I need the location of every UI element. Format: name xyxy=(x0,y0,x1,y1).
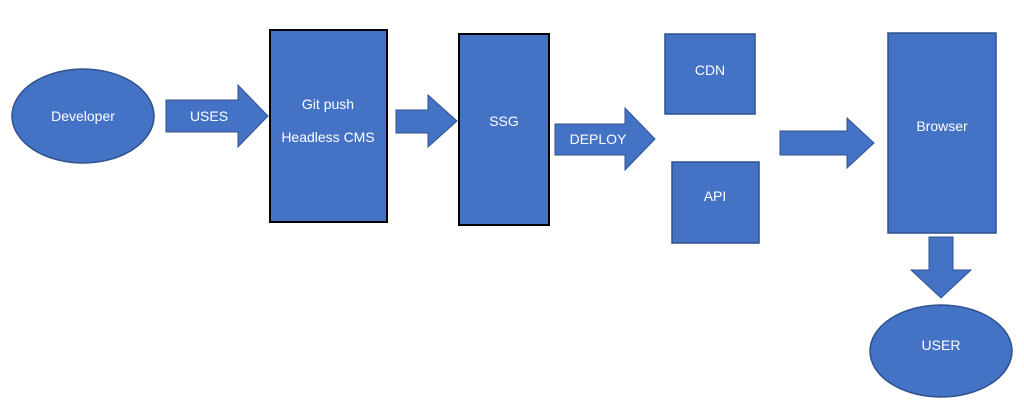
serve-arrow xyxy=(779,116,875,170)
headless-cms-label: Headless CMS xyxy=(281,129,374,145)
browser-box xyxy=(887,32,997,234)
user-label: USER xyxy=(922,337,961,353)
browser-node: Browser xyxy=(887,32,997,234)
ssg-box xyxy=(458,33,550,226)
git-cms-box xyxy=(269,29,388,223)
cdn-label: CDN xyxy=(695,62,725,78)
git-cms-node: Git push Headless CMS xyxy=(269,29,388,223)
deploy-arrow-label: DEPLOY xyxy=(570,131,627,147)
uses-arrow-shape xyxy=(165,83,269,149)
push-arrow-shape xyxy=(395,93,458,149)
uses-arrow-label: USES xyxy=(190,108,228,124)
user-node: USER xyxy=(869,304,1013,398)
view-arrow-shape xyxy=(909,236,973,299)
api-node: API xyxy=(671,161,760,244)
push-arrow xyxy=(395,93,458,149)
view-arrow xyxy=(909,236,973,299)
developer-ellipse xyxy=(11,68,155,164)
cdn-node: CDN xyxy=(664,33,756,115)
serve-arrow-shape xyxy=(779,116,875,170)
api-box xyxy=(671,161,760,244)
deploy-arrow: DEPLOY xyxy=(554,106,656,172)
api-label: API xyxy=(704,188,727,204)
cdn-box xyxy=(664,33,756,115)
browser-label: Browser xyxy=(916,118,968,134)
developer-node: Developer xyxy=(11,68,155,164)
git-push-label: Git push xyxy=(302,96,354,112)
uses-arrow: USES xyxy=(165,83,269,149)
deploy-arrow-shape xyxy=(554,106,656,172)
developer-label: Developer xyxy=(51,108,115,124)
user-ellipse xyxy=(869,304,1013,398)
ssg-label: SSG xyxy=(489,113,519,129)
ssg-node: SSG xyxy=(458,33,550,226)
